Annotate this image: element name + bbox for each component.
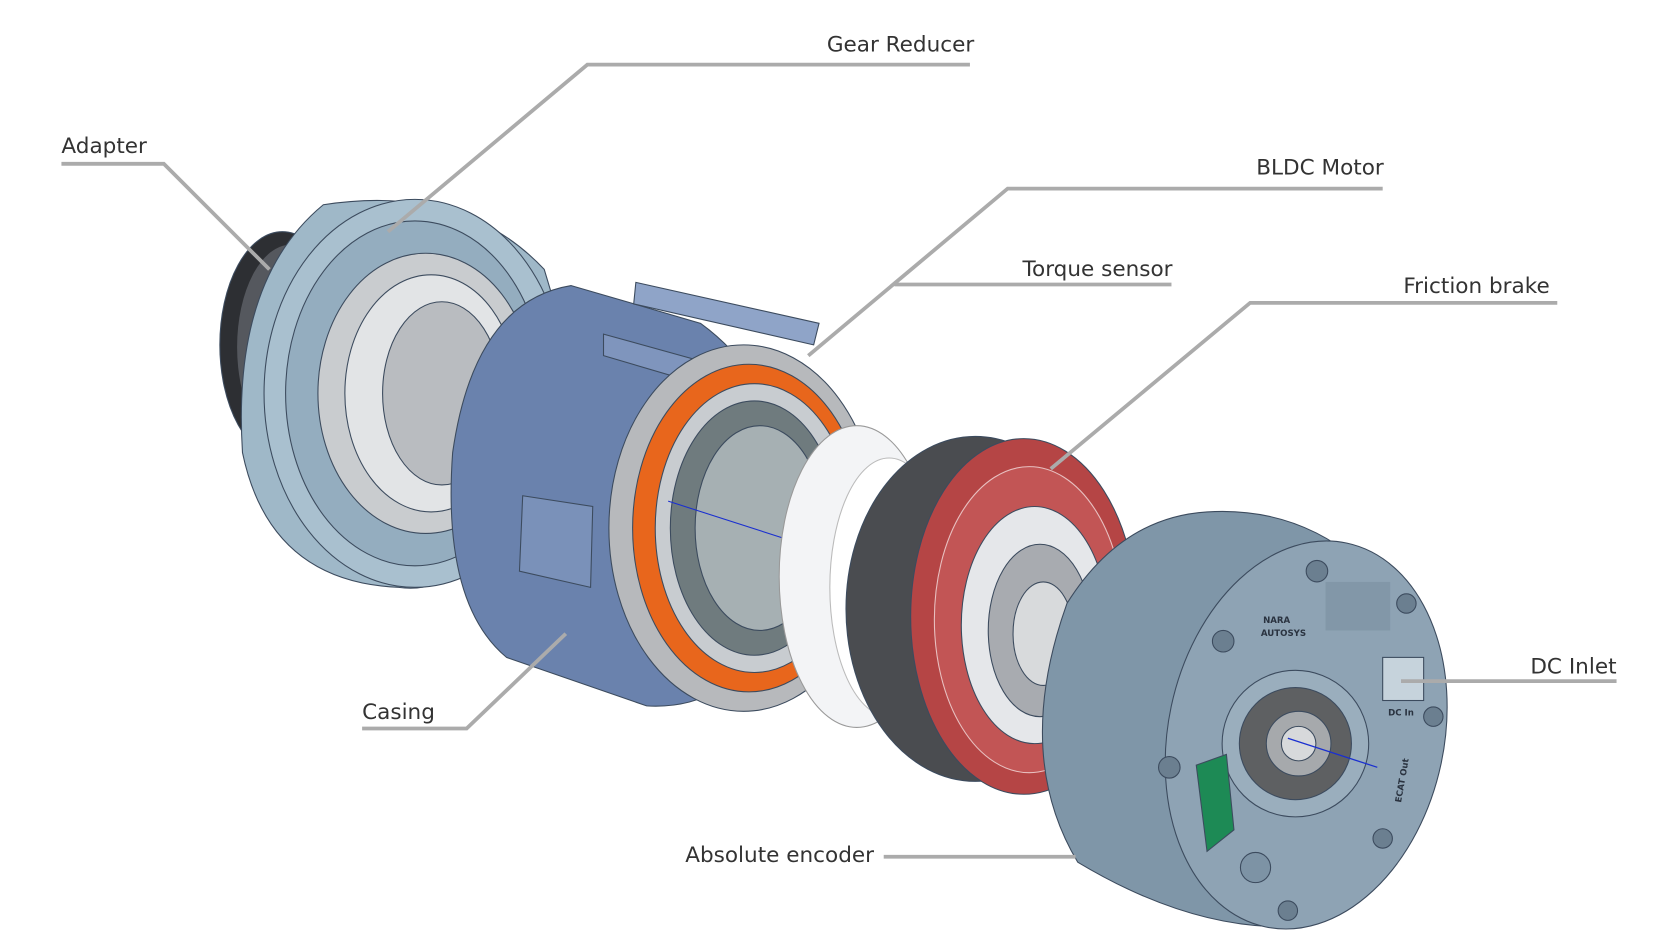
leader-friction-brake — [1049, 300, 1558, 471]
label-friction-brake: Friction brake — [1403, 274, 1549, 299]
leader-casing — [362, 632, 568, 731]
label-bldc-motor: BLDC Motor — [1256, 156, 1384, 181]
encoder-port-dc: DC In — [1388, 709, 1414, 719]
encoder-logo-line2: AUTOSYS — [1261, 629, 1306, 639]
leader-bldc-motor — [807, 186, 1383, 358]
encoder-vent-pattern — [1325, 581, 1391, 631]
leader-adapter — [61, 161, 271, 271]
absolute-encoder-part: NARA AUTOSYS DC In ECAT Out — [1041, 510, 1448, 930]
encoder-logo-line1: NARA — [1263, 616, 1290, 626]
label-casing: Casing — [362, 700, 435, 725]
label-torque-sensor: Torque sensor — [1022, 257, 1173, 282]
label-gear-reducer: Gear Reducer — [827, 33, 975, 58]
leader-gear-reducer — [386, 62, 970, 234]
label-absolute-encoder: Absolute encoder — [685, 843, 874, 868]
label-dc-inlet: DC Inlet — [1530, 655, 1616, 680]
label-adapter: Adapter — [61, 134, 147, 159]
